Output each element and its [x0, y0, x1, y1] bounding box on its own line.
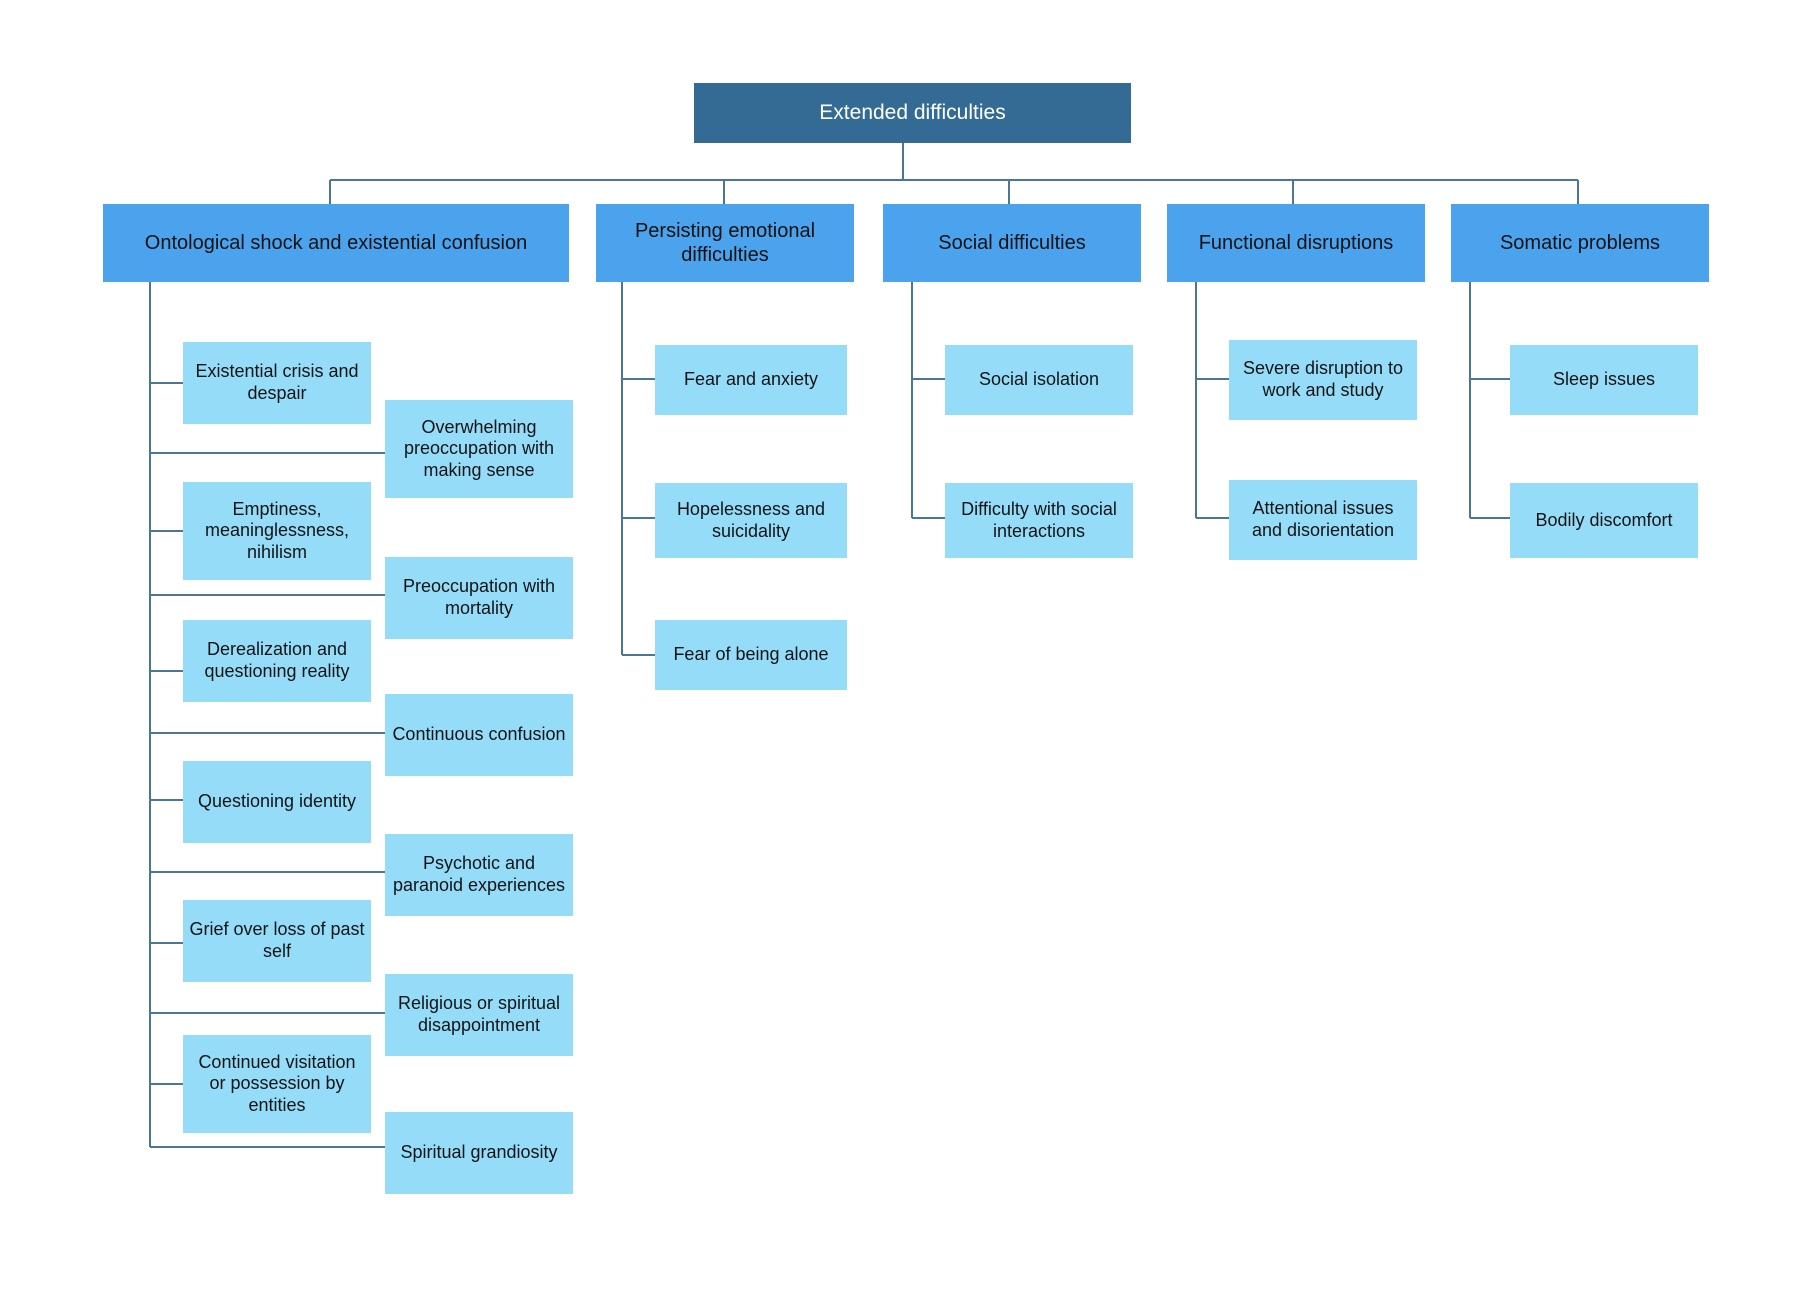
leaf-node-hopelessness-suicidality[interactable]: Hopelessness and suicidality: [655, 483, 847, 558]
leaf-node-sleep-issues[interactable]: Sleep issues: [1510, 345, 1698, 415]
leaf-label: Overwhelming preoccupation with making s…: [403, 416, 555, 480]
leaf-node-grief-past-self[interactable]: Grief over loss of past self: [183, 900, 371, 982]
leaf-node-attentional-issues[interactable]: Attentional issues and disorientation: [1229, 480, 1417, 560]
leaf-label: Hopelessness and suicidality: [676, 498, 826, 541]
leaf-label: Fear and anxiety: [683, 369, 819, 390]
leaf-label: Attentional issues and disorientation: [1251, 498, 1395, 540]
root-node-extended-difficulties[interactable]: Extended difficulties: [694, 83, 1131, 143]
category-node-emotional[interactable]: Persisting emotional difficulties: [596, 204, 854, 282]
leaf-label: Bodily discomfort: [1535, 509, 1673, 530]
leaf-label: Existential crisis and despair: [195, 361, 359, 403]
leaf-node-difficulty-social-interactions[interactable]: Difficulty with social interactions: [945, 483, 1133, 558]
leaf-label: Preoccupation with mortality: [402, 576, 556, 618]
leaf-node-fear-anxiety[interactable]: Fear and anxiety: [655, 345, 847, 415]
category-node-functional[interactable]: Functional disruptions: [1167, 204, 1425, 282]
leaf-node-emptiness-nihilism[interactable]: Emptiness, meaninglessness, nihilism: [183, 482, 371, 580]
leaf-node-overwhelming-preoccupation[interactable]: Overwhelming preoccupation with making s…: [385, 400, 573, 498]
category-label-social: Social difficulties: [938, 232, 1086, 254]
category-label-ontological: Ontological shock and existential confus…: [144, 232, 528, 254]
leaf-label: Psychotic and paranoid experiences: [392, 853, 566, 895]
leaf-node-fear-being-alone[interactable]: Fear of being alone: [655, 620, 847, 690]
root-node-label: Extended difficulties: [819, 101, 1006, 125]
leaf-node-spiritual-grandiosity[interactable]: Spiritual grandiosity: [385, 1112, 573, 1194]
leaf-label: Grief over loss of past self: [189, 919, 365, 961]
category-node-social[interactable]: Social difficulties: [883, 204, 1141, 282]
leaf-node-severe-disruption-work-study[interactable]: Severe disruption to work and study: [1229, 340, 1417, 420]
leaf-node-derealization[interactable]: Derealization and questioning reality: [183, 620, 371, 702]
leaf-node-psychotic-paranoid[interactable]: Psychotic and paranoid experiences: [385, 834, 573, 916]
leaf-label: Religious or spiritual disappointment: [397, 993, 561, 1035]
leaf-label: Continued visitation or possession by en…: [198, 1051, 356, 1115]
leaf-node-social-isolation[interactable]: Social isolation: [945, 345, 1133, 415]
leaf-node-bodily-discomfort[interactable]: Bodily discomfort: [1510, 483, 1698, 558]
leaf-node-continued-visitation[interactable]: Continued visitation or possession by en…: [183, 1035, 371, 1133]
leaf-label: Derealization and questioning reality: [204, 639, 350, 681]
leaf-label: Severe disruption to work and study: [1242, 358, 1404, 400]
leaf-label: Emptiness, meaninglessness, nihilism: [204, 498, 350, 562]
leaf-node-preoccupation-mortality[interactable]: Preoccupation with mortality: [385, 557, 573, 639]
leaf-node-continuous-confusion[interactable]: Continuous confusion: [385, 694, 573, 776]
leaf-node-questioning-identity[interactable]: Questioning identity: [183, 761, 371, 843]
leaf-label: Fear of being alone: [673, 644, 829, 665]
leaf-node-religious-disappointment[interactable]: Religious or spiritual disappointment: [385, 974, 573, 1056]
category-label-somatic: Somatic problems: [1499, 232, 1661, 254]
category-node-somatic[interactable]: Somatic problems: [1451, 204, 1709, 282]
category-node-ontological[interactable]: Ontological shock and existential confus…: [103, 204, 569, 282]
leaf-node-existential-crisis[interactable]: Existential crisis and despair: [183, 342, 371, 424]
leaf-label: Spiritual grandiosity: [400, 1142, 558, 1163]
leaf-label: Continuous confusion: [392, 724, 566, 745]
leaf-label: Social isolation: [978, 369, 1100, 390]
category-label-functional: Functional disruptions: [1198, 232, 1394, 254]
leaf-label: Difficulty with social interactions: [961, 498, 1117, 541]
category-label-emotional: Persisting emotional difficulties: [634, 220, 816, 266]
leaf-label: Questioning identity: [197, 791, 357, 812]
leaf-label: Sleep issues: [1552, 369, 1656, 390]
